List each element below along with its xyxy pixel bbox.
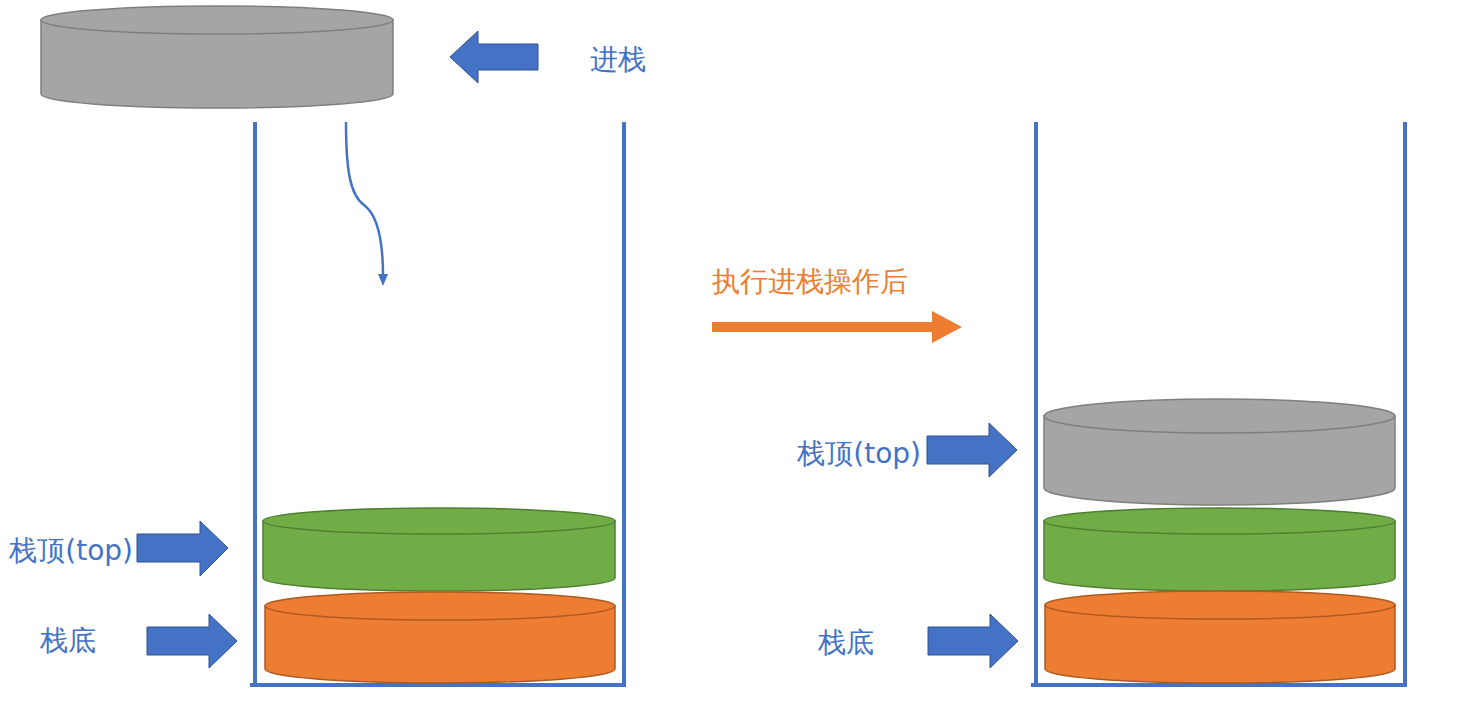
pointer-arrow bbox=[147, 614, 237, 668]
drop-arrow bbox=[346, 122, 383, 276]
pointer-arrow bbox=[137, 521, 228, 576]
pointer-arrow bbox=[927, 423, 1017, 477]
top-pointer-label: 栈顶(top) bbox=[9, 534, 133, 568]
gray-disk bbox=[41, 6, 393, 108]
gray-disk bbox=[1044, 399, 1395, 505]
pointer-arrow bbox=[928, 614, 1018, 668]
transition-arrow bbox=[712, 311, 962, 343]
green-disk bbox=[263, 508, 615, 591]
bottom-pointer-label: 栈底 bbox=[818, 626, 874, 660]
drop-arrowhead bbox=[378, 274, 388, 286]
top-pointer-label: 栈顶(top) bbox=[797, 437, 921, 471]
bottom-pointer-label: 栈底 bbox=[40, 624, 96, 658]
transition-label: 执行进栈操作后 bbox=[712, 265, 908, 299]
push-label: 进栈 bbox=[590, 43, 646, 77]
stack-container bbox=[250, 122, 626, 686]
stack-container bbox=[1031, 122, 1407, 686]
green-disk bbox=[1044, 508, 1395, 591]
push-arrow bbox=[450, 31, 538, 83]
orange-disk bbox=[1045, 591, 1395, 683]
orange-disk bbox=[265, 592, 615, 683]
